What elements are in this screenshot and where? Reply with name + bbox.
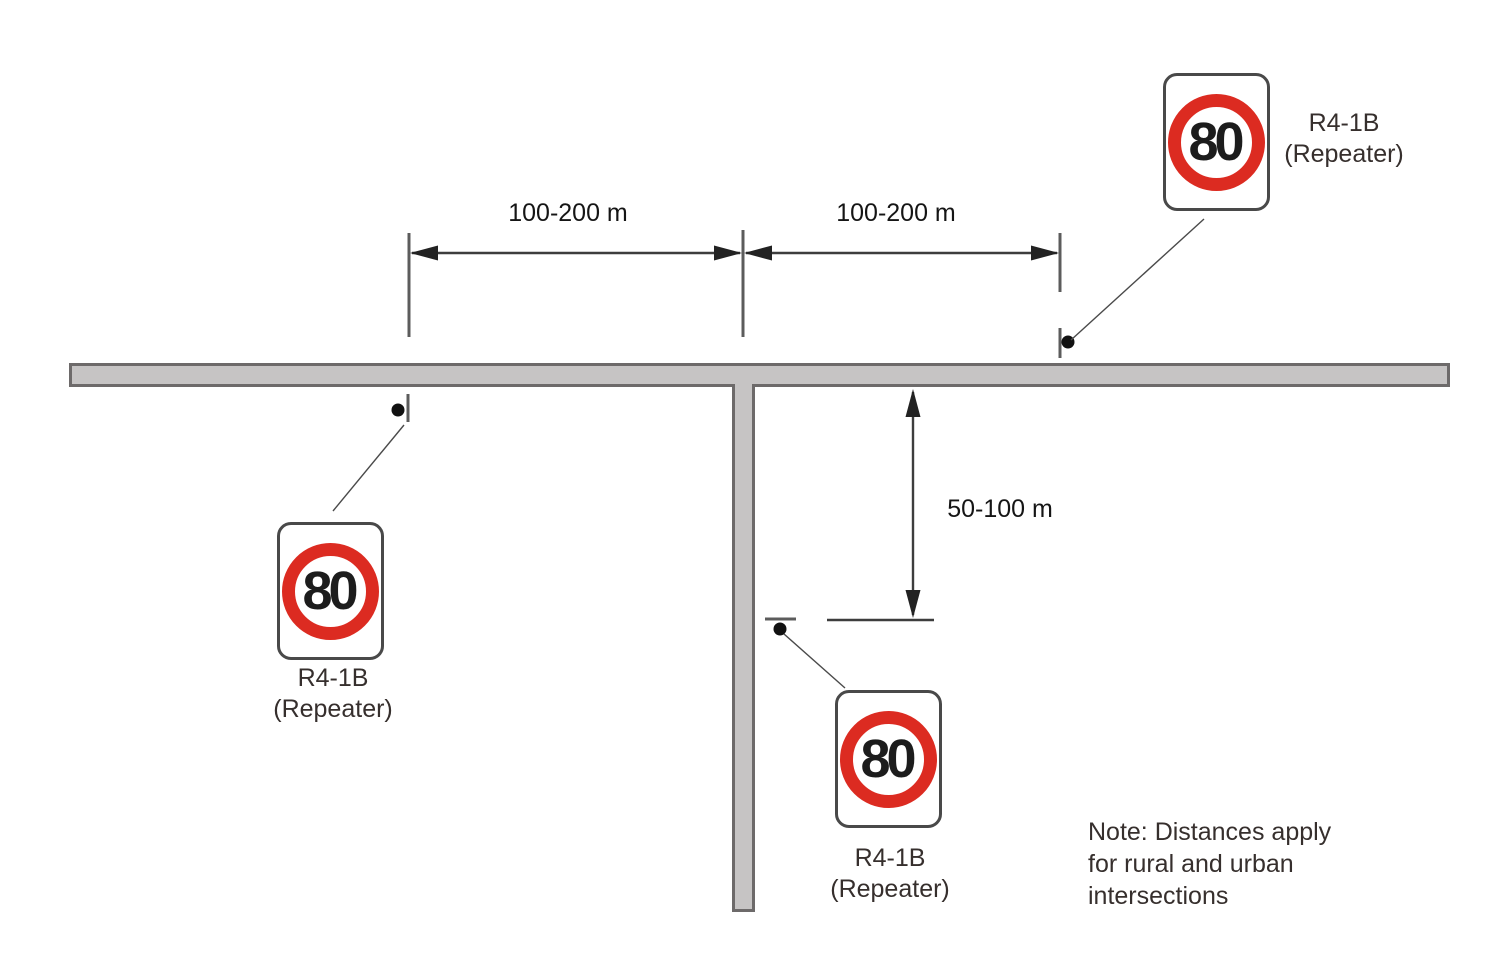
dimension-arrow-right-span: [744, 245, 1059, 261]
main-road: [69, 363, 1450, 387]
dimension-label-side-road: 50-100 m: [947, 495, 1053, 523]
sign-variant: (Repeater): [830, 875, 950, 903]
speed-sign-left: 80: [277, 522, 384, 660]
sign-label-top-right: R4-1B (Repeater): [1244, 108, 1444, 170]
sign-code: R4-1B: [297, 664, 369, 692]
speed-value: 80: [860, 729, 916, 789]
speed-sign-bottom: 80: [835, 690, 942, 828]
note-line: Note: Distances apply: [1088, 818, 1332, 846]
note-line: intersections: [1088, 882, 1229, 910]
sign-location-marker-bottom: [765, 617, 796, 636]
dimension-arrow-left-span: [410, 245, 742, 261]
note-line: for rural and urban: [1088, 850, 1294, 878]
speed-value: 80: [1188, 112, 1244, 172]
sign-label-left: R4-1B (Repeater): [233, 663, 433, 725]
sign-location-marker-top-right: [1058, 328, 1075, 358]
dimension-extension-ticks: [407, 230, 1062, 337]
dimension-arrow-side-road: [827, 389, 934, 622]
leader-lines: [332, 218, 1205, 689]
speed-value: 80: [302, 561, 358, 621]
side-road: [732, 384, 755, 912]
speed-limit-ring-icon: 80: [282, 542, 379, 640]
sign-location-marker-left: [391, 394, 410, 422]
dimension-label-left-span: 100-200 m: [508, 199, 628, 227]
speed-limit-ring-icon: 80: [840, 710, 937, 808]
note-text: Note: Distances apply for rural and urba…: [1088, 816, 1408, 912]
sign-code: R4-1B: [1308, 109, 1380, 137]
sign-code: R4-1B: [854, 844, 926, 872]
dimension-label-right-span: 100-200 m: [836, 199, 956, 227]
sign-variant: (Repeater): [273, 695, 393, 723]
speed-sign-top-right: 80: [1163, 73, 1270, 211]
sign-label-bottom: R4-1B (Repeater): [790, 843, 990, 905]
sign-variant: (Repeater): [1284, 140, 1404, 168]
